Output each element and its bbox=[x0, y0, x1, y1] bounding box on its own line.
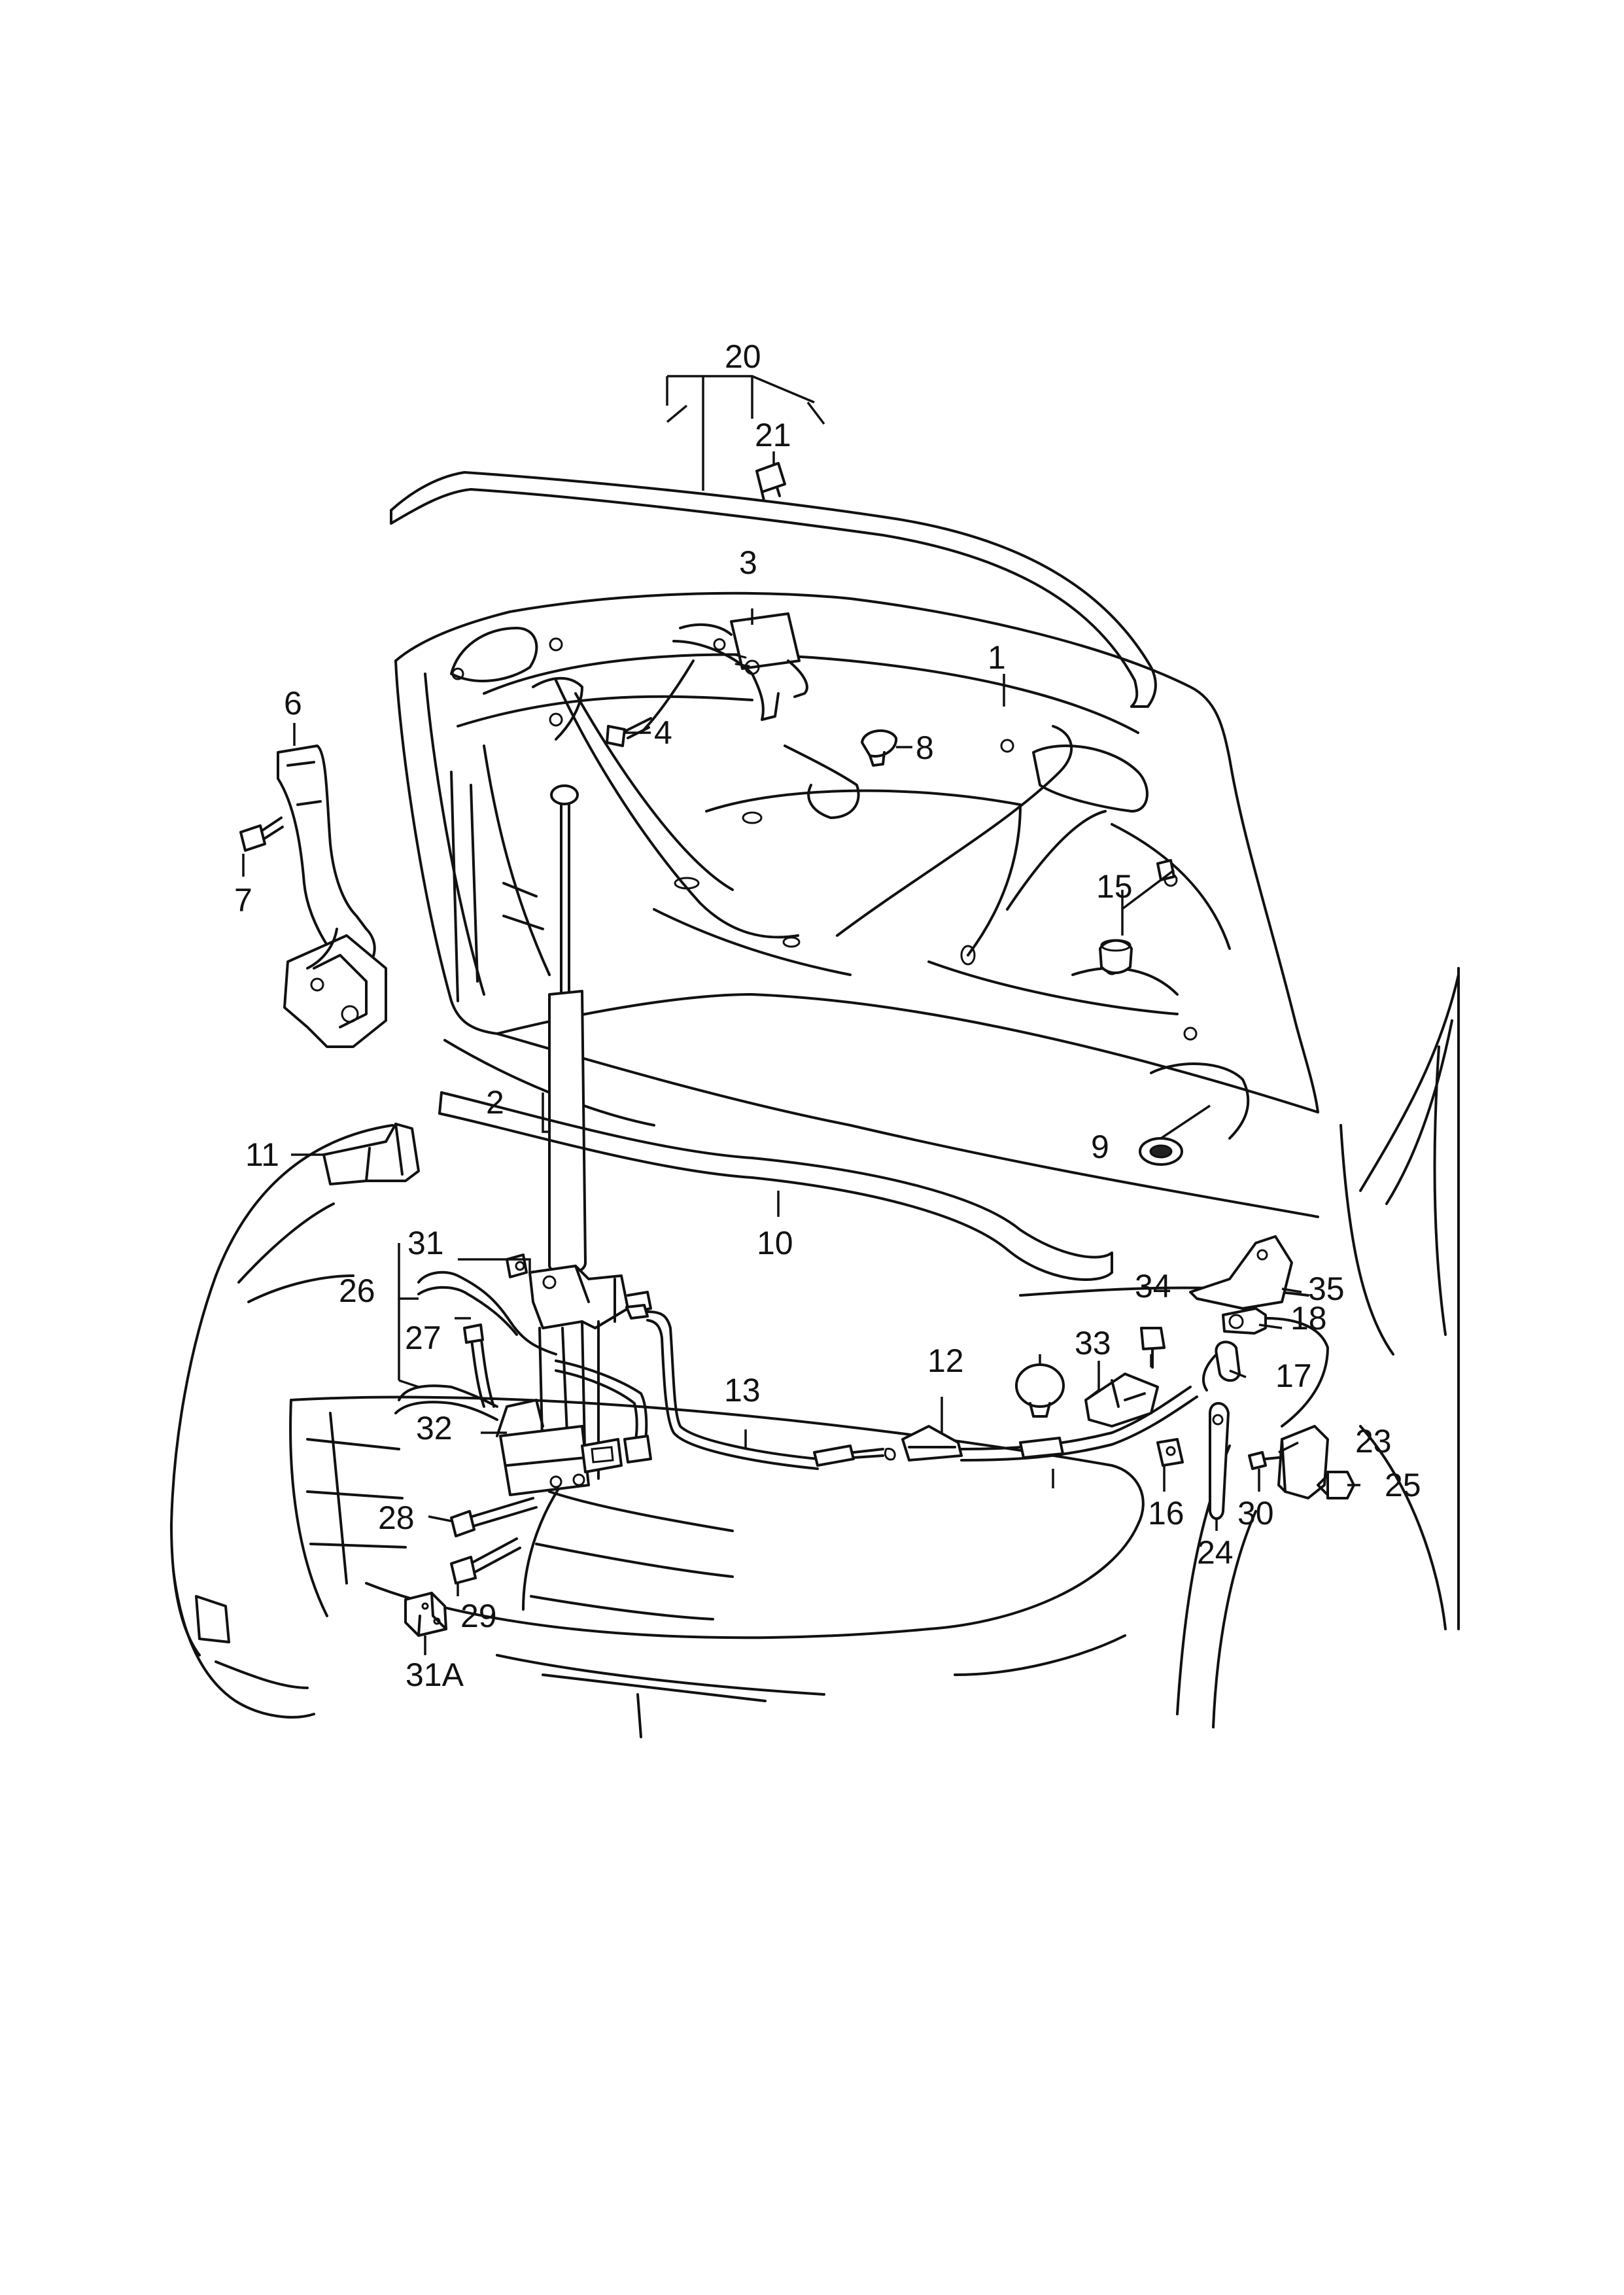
screw-33 bbox=[1140, 1327, 1166, 1369]
callout-9: 9 bbox=[1091, 1129, 1109, 1165]
callout-4: 4 bbox=[654, 714, 672, 751]
hood-seal bbox=[438, 1091, 1113, 1281]
callout-26: 30 bbox=[1237, 1495, 1274, 1532]
callout-31a: 32 bbox=[416, 1410, 453, 1446]
callout-25: 25 bbox=[1385, 1467, 1421, 1503]
callout-8: 8 bbox=[916, 729, 934, 766]
rod-24 bbox=[1209, 1402, 1230, 1520]
lock-mechanism bbox=[496, 1265, 652, 1496]
bracket-32 bbox=[1084, 1373, 1159, 1428]
bracket-17 bbox=[1202, 1340, 1241, 1392]
release-cable bbox=[625, 1304, 896, 1470]
bracket-11 bbox=[322, 1123, 420, 1185]
callout-10: 10 bbox=[757, 1225, 793, 1261]
leader-lines bbox=[242, 375, 1360, 1655]
callout-15: 15 bbox=[1096, 868, 1133, 905]
callout-21: 21 bbox=[755, 417, 791, 453]
hood-trim-strip bbox=[390, 471, 1157, 708]
callout-2: 2 bbox=[486, 1084, 504, 1121]
connector-18 bbox=[1222, 1307, 1329, 1428]
release-lever bbox=[901, 1386, 1198, 1462]
callout-13: 13 bbox=[724, 1372, 761, 1409]
nut-31 bbox=[404, 1592, 447, 1637]
bolt-30 bbox=[450, 1537, 521, 1585]
callout-33: 34 bbox=[1135, 1268, 1171, 1305]
callout-16: 16 bbox=[1148, 1495, 1184, 1532]
callout-18: 18 bbox=[1290, 1300, 1327, 1337]
clip-25 bbox=[1317, 1471, 1355, 1499]
callout-3: 3 bbox=[739, 544, 757, 581]
callout-31-bottom: 31A bbox=[406, 1656, 464, 1693]
callout-23: 23 bbox=[1355, 1423, 1392, 1460]
callout-27: 26 bbox=[339, 1272, 375, 1309]
wiring-harness bbox=[394, 1253, 652, 1463]
callout-20: 20 bbox=[725, 338, 761, 375]
buffer-15 bbox=[1099, 939, 1133, 974]
callout-17: 17 bbox=[1275, 1358, 1312, 1394]
clip-21 bbox=[755, 462, 786, 502]
vehicle-front-body bbox=[170, 967, 1460, 1738]
grommet-9 bbox=[1139, 1137, 1183, 1166]
hood-hinge bbox=[277, 745, 387, 1048]
bracket-34 bbox=[1189, 1235, 1293, 1310]
screw-26 bbox=[1248, 1451, 1280, 1470]
callout-32: 33 bbox=[1075, 1325, 1111, 1361]
callout-11: 11 bbox=[245, 1136, 279, 1173]
bracket-16 bbox=[1156, 1438, 1184, 1467]
hood bbox=[394, 591, 1319, 1218]
callout-12: 12 bbox=[927, 1342, 964, 1379]
callout-24: 24 bbox=[1197, 1534, 1234, 1571]
callout-28: 27 bbox=[405, 1320, 441, 1356]
clip-near-15 bbox=[1156, 859, 1175, 881]
buffer-8 bbox=[861, 729, 898, 767]
gas-strut bbox=[548, 784, 587, 1304]
bolt-29 bbox=[450, 1497, 538, 1537]
callout-6: 6 bbox=[284, 685, 302, 722]
callout-34: 35 bbox=[1308, 1270, 1345, 1307]
plug-35 bbox=[1015, 1363, 1065, 1418]
callout-labels: 20 21 3 1 4 8 6 7 15 2 9 11 10 35 31 26 … bbox=[234, 338, 1421, 1693]
callout-29: 28 bbox=[378, 1499, 415, 1536]
bolt-7 bbox=[239, 816, 284, 852]
callout-31-top: 31 bbox=[407, 1225, 444, 1261]
callout-7: 7 bbox=[234, 882, 252, 919]
callout-30: 29 bbox=[460, 1598, 497, 1634]
callout-1: 1 bbox=[988, 639, 1006, 676]
